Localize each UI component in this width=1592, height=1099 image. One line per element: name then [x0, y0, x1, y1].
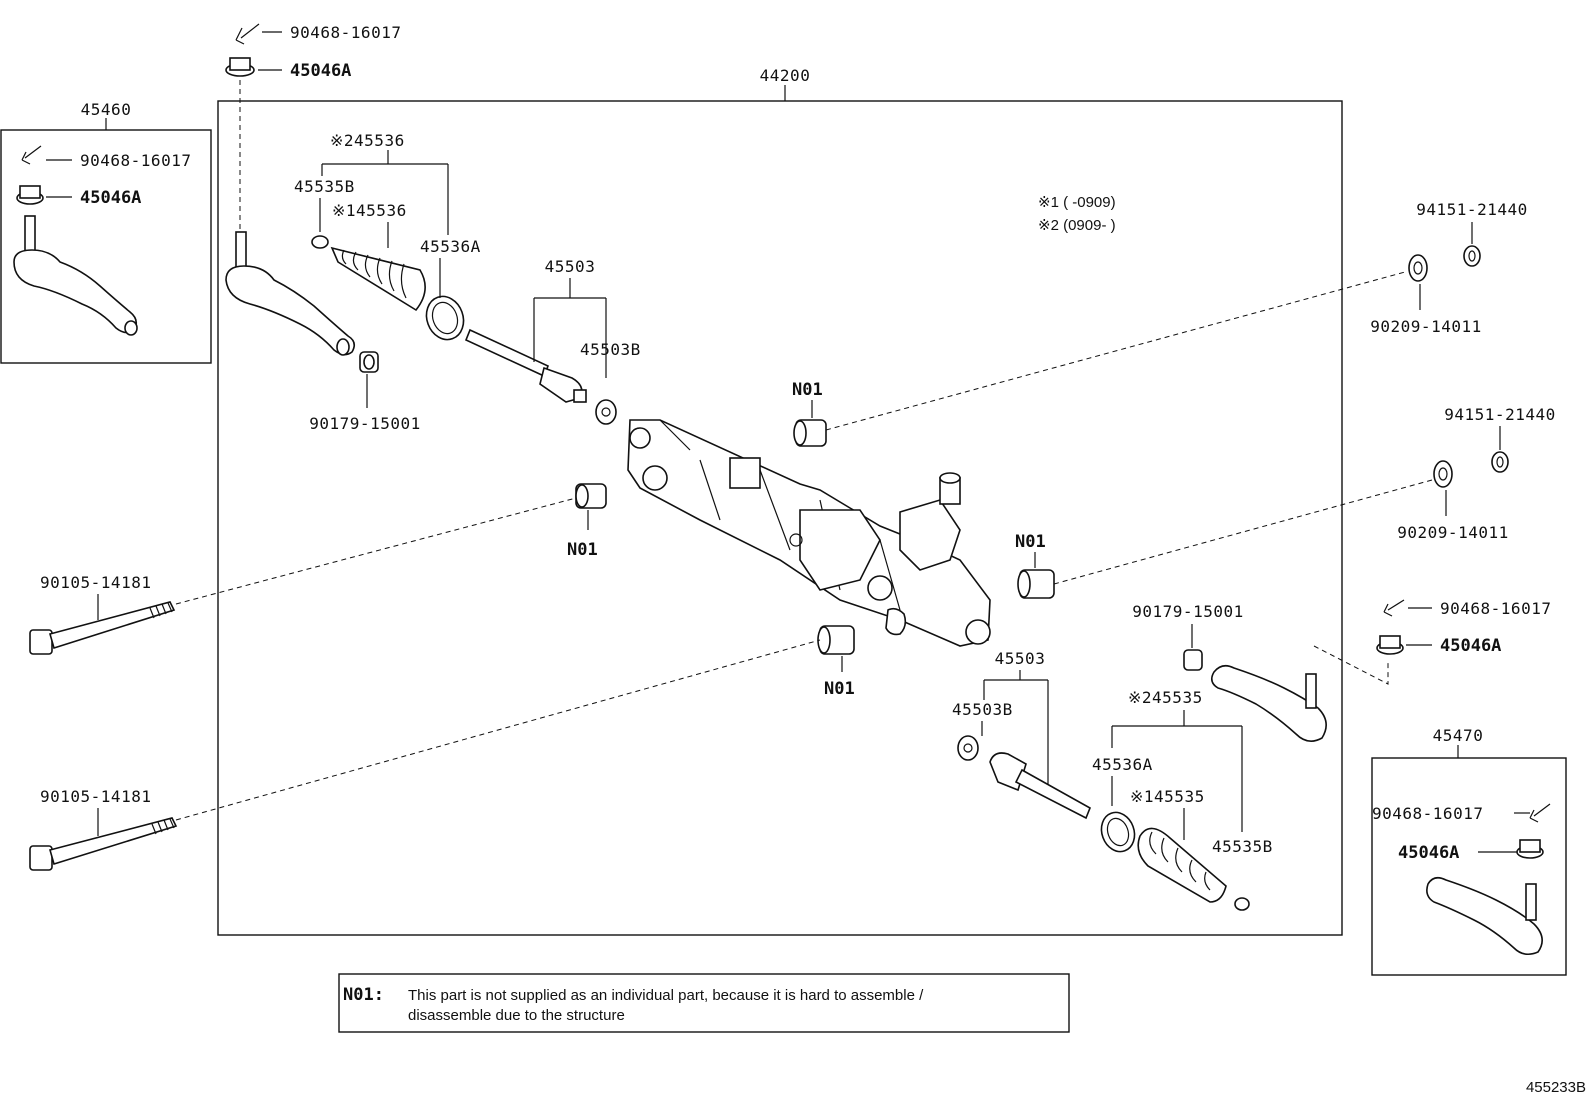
label-nut-right[interactable]: 45046A	[1440, 636, 1501, 656]
label-bolt-top[interactable]: 90105-14181	[40, 573, 151, 592]
label-n01-right[interactable]: N01	[1015, 532, 1046, 552]
inner-tie-rod-left-icon	[464, 328, 587, 403]
tie-rod-end-left-icon	[225, 231, 356, 356]
lock-washer-left-icon	[595, 399, 617, 425]
boot-clamp-left-icon	[425, 295, 465, 341]
label-boot-kit-2-left[interactable]: ※245536	[330, 131, 405, 150]
label-boot-kit-1-left[interactable]: ※145536	[332, 201, 407, 220]
cotter-pin-icon	[21, 145, 42, 165]
label-boot-kit-1-right[interactable]: ※145535	[1130, 787, 1205, 806]
label-cotter-pin-box-right[interactable]: 90468-16017	[1372, 804, 1483, 823]
assembly-44200-frame	[217, 100, 1343, 936]
castle-nut-icon	[1376, 635, 1404, 655]
label-bolt-bottom[interactable]: 90105-14181	[40, 787, 151, 806]
label-nut-90179-right[interactable]: 90179-15001	[1132, 602, 1243, 621]
note-2: ※2 (0909- )	[1038, 217, 1116, 234]
nut-90179-left-icon	[359, 351, 379, 373]
label-clip-right[interactable]: 45535B	[1212, 837, 1273, 856]
bolt-top-icon	[29, 601, 176, 655]
lock-washer-right-icon	[957, 735, 979, 761]
tie-rod-end-right-icon	[1210, 664, 1327, 742]
washer-90209-mid-icon	[1433, 460, 1453, 488]
label-washer-90209-top[interactable]: 90209-14011	[1370, 317, 1481, 336]
label-n01-left[interactable]: N01	[567, 540, 598, 560]
label-boot-kit-2-right[interactable]: ※245535	[1128, 688, 1203, 707]
bushing-n01-top-icon	[793, 419, 827, 447]
cotter-pin-icon	[1529, 803, 1551, 823]
label-nut-90179-left[interactable]: 90179-15001	[309, 414, 420, 433]
label-cotter-pin-right[interactable]: 90468-16017	[1440, 599, 1551, 618]
nut-94151-top-icon	[1463, 245, 1481, 267]
tie-rod-end-box-left-icon	[13, 215, 138, 336]
inner-tie-rod-right-icon	[989, 752, 1092, 820]
castle-nut-icon	[16, 185, 44, 205]
boot-clip-left-icon	[311, 235, 329, 249]
label-nut-box-right[interactable]: 45046A	[1398, 843, 1459, 863]
label-tie-rod-right[interactable]: 45503	[995, 649, 1046, 668]
boot-clip-right-icon	[1234, 897, 1250, 911]
label-washer-90209-mid[interactable]: 90209-14011	[1397, 523, 1508, 542]
steering-boot-left-icon	[330, 246, 426, 312]
legend-line-2: disassemble due to the structure	[408, 1007, 625, 1024]
label-nut-94151-top[interactable]: 94151-21440	[1416, 200, 1527, 219]
boot-clamp-right-icon	[1100, 811, 1136, 853]
steering-boot-right-icon	[1137, 827, 1227, 903]
legend-line-1: This part is not supplied as an individu…	[408, 987, 924, 1004]
cotter-pin-icon	[235, 23, 260, 45]
washer-90209-top-icon	[1408, 254, 1428, 282]
label-clamp-left[interactable]: 45536A	[420, 237, 481, 256]
label-cotter-pin-tl[interactable]: 90468-16017	[290, 23, 401, 42]
nut-90179-right-icon	[1183, 649, 1203, 671]
label-washer-left[interactable]: 45503B	[580, 340, 641, 359]
label-washer-right[interactable]: 45503B	[952, 700, 1013, 719]
label-45470[interactable]: 45470	[1433, 726, 1484, 745]
bushing-n01-bottom-icon	[817, 625, 855, 655]
box-45470	[1371, 757, 1567, 976]
bolt-bottom-icon	[29, 817, 178, 871]
label-cotter-pin-box-left[interactable]: 90468-16017	[80, 151, 191, 170]
label-nut-94151-mid[interactable]: 94151-21440	[1444, 405, 1555, 424]
label-clamp-right[interactable]: 45536A	[1092, 755, 1153, 774]
label-44200[interactable]: 44200	[760, 66, 811, 85]
label-n01-top[interactable]: N01	[792, 380, 823, 400]
legend-code: N01:	[343, 985, 384, 1005]
label-45460[interactable]: 45460	[81, 100, 132, 119]
cotter-pin-icon	[1383, 599, 1405, 617]
rack-housing-icon	[627, 419, 991, 647]
tie-rod-end-box-right-icon	[1426, 876, 1543, 956]
label-tie-rod-left[interactable]: 45503	[545, 257, 596, 276]
castle-nut-icon	[1516, 839, 1544, 859]
label-clip-left[interactable]: 45535B	[294, 177, 355, 196]
bushing-n01-left-icon	[575, 483, 607, 509]
note-1: ※1 ( -0909)	[1038, 194, 1116, 211]
bushing-n01-right-icon	[1017, 569, 1055, 599]
legend-box	[338, 973, 1070, 1033]
label-nut-box-left[interactable]: 45046A	[80, 188, 141, 208]
castle-nut-icon	[225, 57, 255, 77]
figure-id: 455233B	[1526, 1079, 1586, 1096]
label-nut-tl[interactable]: 45046A	[290, 61, 351, 81]
label-n01-bottom[interactable]: N01	[824, 679, 855, 699]
nut-94151-mid-icon	[1491, 451, 1509, 473]
